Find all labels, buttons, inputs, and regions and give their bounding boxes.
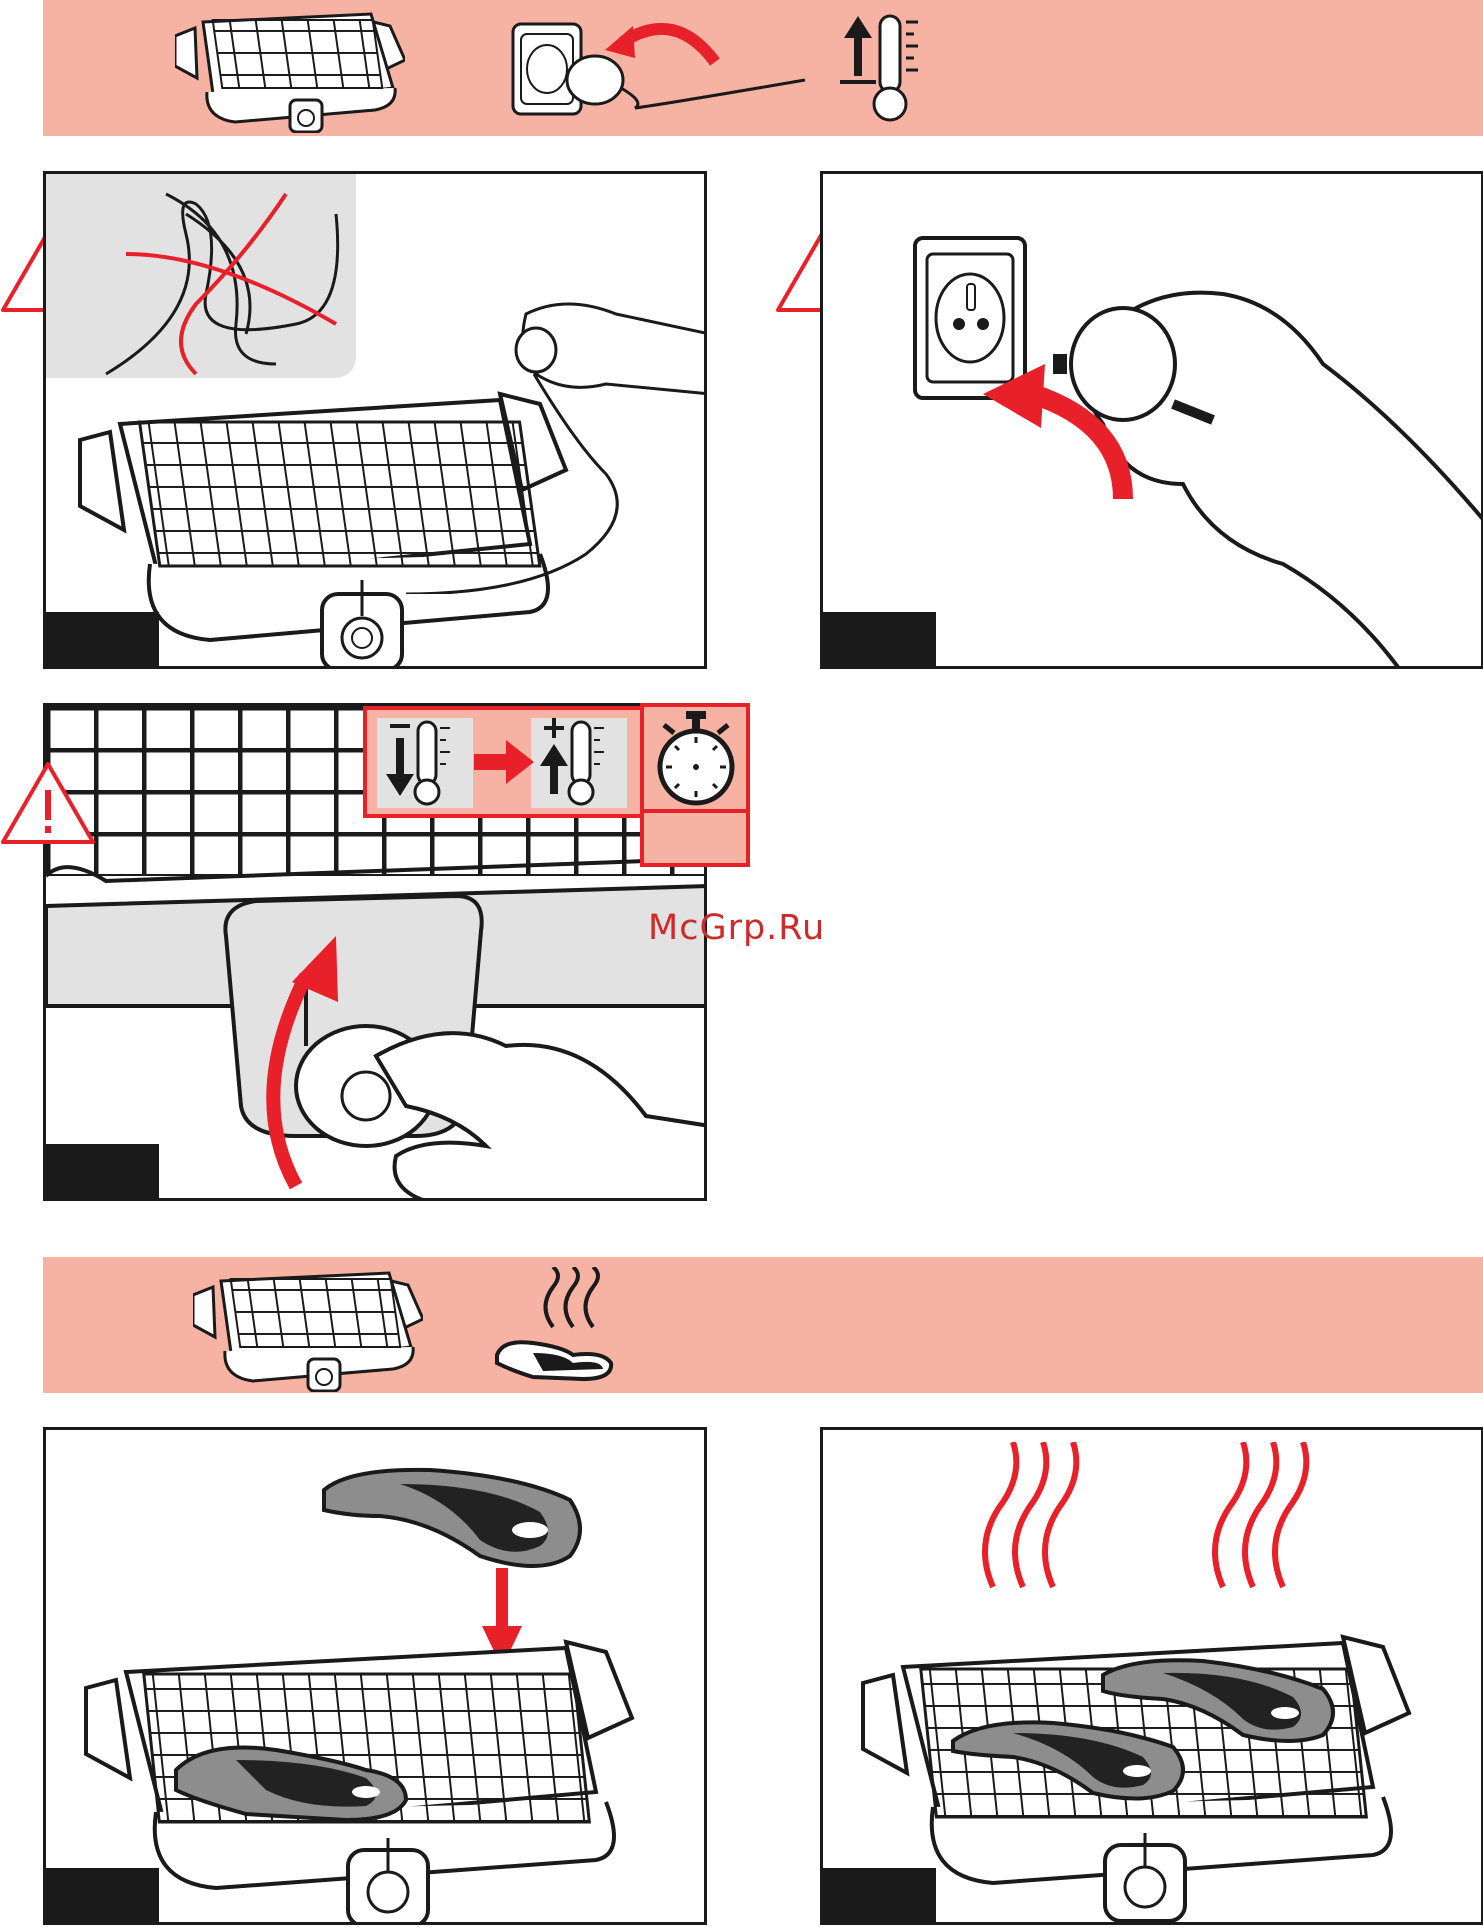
step-number-tab [823,612,936,666]
temperature-up-icon [838,12,938,124]
heat-waves-icon [973,1442,1323,1592]
header-band-cooking [43,1257,1483,1393]
two-steaks-on-grill-icon [843,1595,1483,1925]
step-panel-set-thermostat [43,703,707,1201]
rotate-arrow-icon [246,936,356,1196]
step-number-tab [46,1868,159,1922]
stopwatch-icon [654,711,738,807]
hand-holding-plug-icon [406,294,707,594]
step-panel-cooking [820,1427,1483,1925]
grill-icon [193,1267,423,1392]
step-panel-place-steak [43,1427,707,1925]
grill-icon [66,1600,706,1925]
tangled-cord-crossed-icon [46,174,356,379]
step-number-tab [823,1868,936,1922]
steak-icon [320,1460,590,1580]
watermark: McGrp.Ru [648,908,825,948]
step-number-tab [46,612,159,666]
step-panel-plug-in [820,171,1483,669]
curved-arrow-icon [983,364,1143,504]
grill-icon [175,8,405,133]
step-panel-unroll-cord [43,171,707,669]
warning-triangle-icon [0,760,96,846]
temperature-low-icon [386,718,456,808]
header-band-preparation [43,0,1483,136]
timer-box [640,703,750,867]
plug-into-socket-icon [505,12,815,122]
step-number-tab [46,1144,159,1198]
arrow-right-icon [474,740,534,784]
temperature-high-icon [540,718,610,808]
steaming-steak-icon [493,1267,623,1387]
